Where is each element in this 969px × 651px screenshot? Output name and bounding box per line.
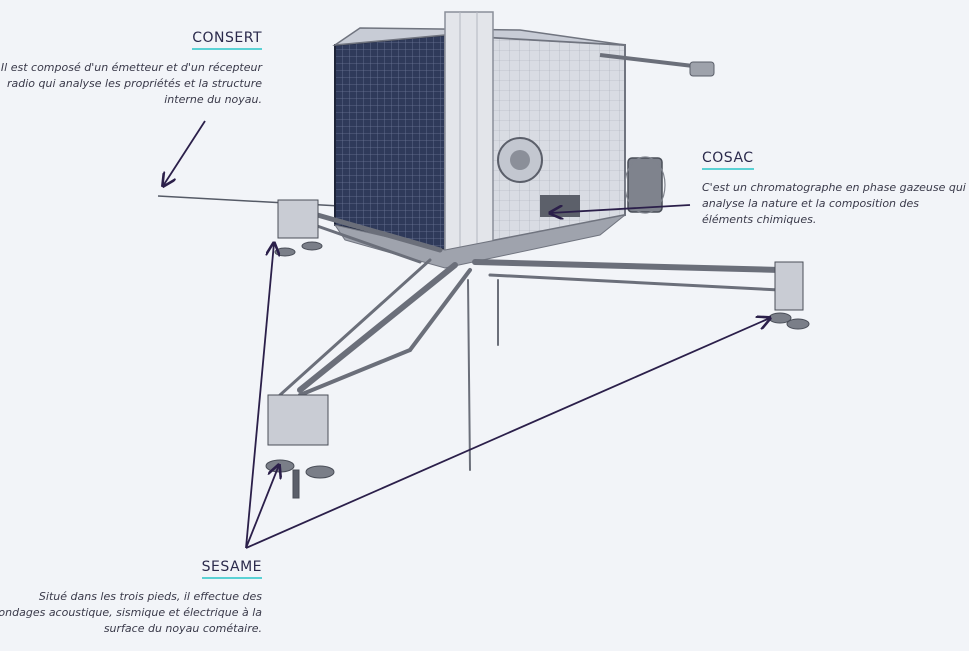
sesame-description: Situé dans les trois pieds, il effectue … bbox=[0, 590, 262, 635]
sesame-title: SESAME bbox=[201, 559, 262, 579]
sesame-arrow-left bbox=[245, 243, 274, 549]
sesame-arrow-right bbox=[245, 318, 770, 549]
cosac-arrow bbox=[550, 204, 691, 213]
sesame-callout: SESAME Situé dans les trois pieds, il ef… bbox=[0, 556, 262, 637]
lander-feet bbox=[265, 199, 810, 499]
consert-title: CONSERT bbox=[192, 30, 262, 50]
cosac-description: C'est un chromatographe en phase gazeuse… bbox=[702, 181, 966, 226]
lander-legs bbox=[278, 207, 783, 471]
lander-body bbox=[332, 11, 715, 269]
cosac-title: COSAC bbox=[702, 150, 754, 170]
consert-callout: CONSERT Il est composé d'un émetteur et … bbox=[0, 27, 262, 108]
consert-description: Il est composé d'un émetteur et d'un réc… bbox=[0, 61, 262, 106]
pointer-arrows bbox=[163, 120, 770, 549]
consert-arrow bbox=[163, 120, 206, 186]
cosac-callout: COSAC C'est un chromatographe en phase g… bbox=[702, 147, 969, 228]
sesame-arrow-front bbox=[245, 465, 279, 549]
